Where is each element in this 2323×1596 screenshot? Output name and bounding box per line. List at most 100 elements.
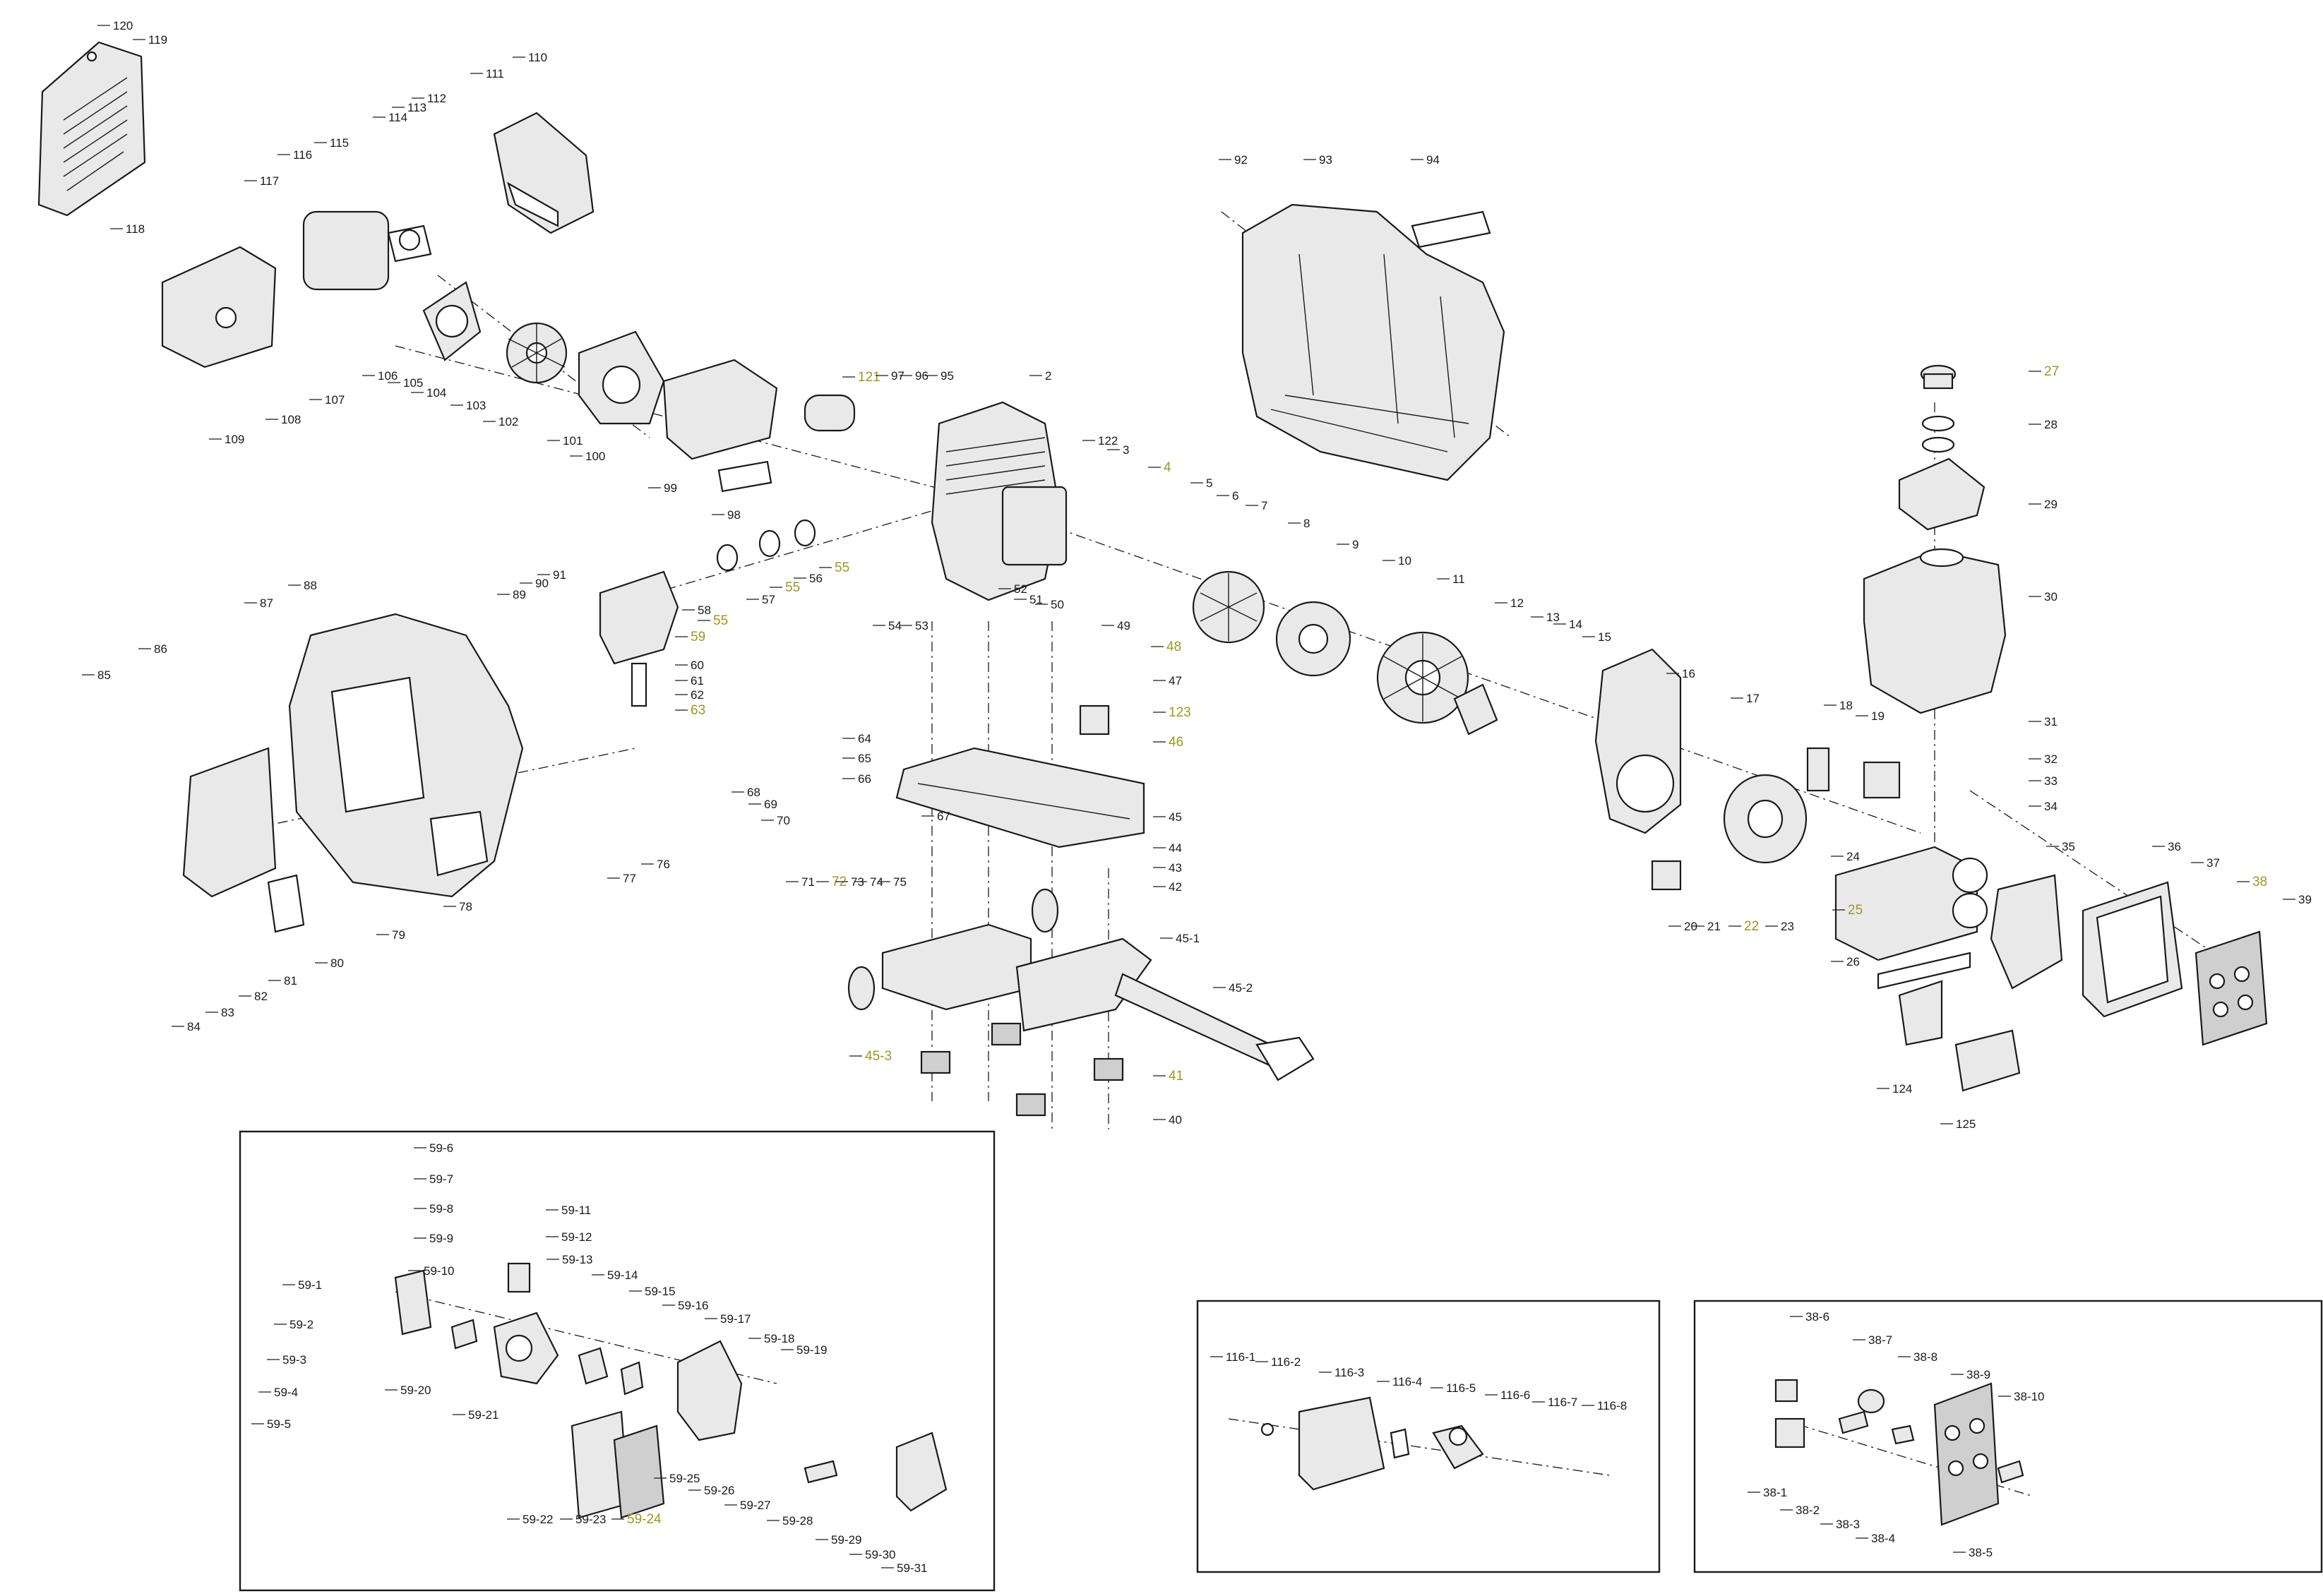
part-label-38: 38 [2252, 875, 2267, 889]
part-label-41: 41 [1169, 1069, 1183, 1084]
part-label-90: 90 [535, 577, 549, 590]
panel-part-label-38-1: 38-1 [1763, 1486, 1787, 1499]
carb-part-label-59-30: 59-30 [865, 1548, 895, 1561]
panel-part-label-38-5: 38-5 [1969, 1546, 1993, 1559]
part-label-43: 43 [1169, 861, 1182, 875]
part-label-99: 99 [664, 481, 677, 495]
part-label-104: 104 [426, 386, 446, 400]
part-label-110: 110 [528, 51, 547, 64]
part-label-60: 60 [691, 659, 704, 672]
part-label-62: 62 [691, 688, 704, 702]
part-label-19: 19 [1871, 709, 1885, 723]
part-label-80: 80 [330, 956, 344, 970]
carb-part-label-59-1: 59-1 [298, 1278, 322, 1292]
part-label-39: 39 [2298, 893, 2312, 906]
part-label-48: 48 [1166, 640, 1181, 654]
part-label-65: 65 [858, 752, 871, 765]
carb-part-label-59-31: 59-31 [897, 1561, 927, 1575]
muffler-detail-parts [1228, 1396, 1611, 1491]
part-label-70: 70 [777, 814, 790, 827]
part-label-83: 83 [221, 1006, 234, 1019]
carb-part-label-59-28: 59-28 [782, 1514, 813, 1528]
part-label-27: 27 [2044, 364, 2059, 379]
carb-part-label-59-5: 59-5 [267, 1417, 291, 1431]
part-label-89: 89 [513, 588, 526, 601]
carb-part-label-59-8: 59-8 [429, 1202, 453, 1216]
part-label-11: 11 [1452, 572, 1465, 586]
panel-part-label-38-6: 38-6 [1805, 1310, 1829, 1324]
carb-part-label-59-19: 59-19 [796, 1343, 827, 1357]
part-label-69: 69 [764, 798, 777, 811]
part-label-84: 84 [187, 1020, 201, 1033]
part-label-113: 113 [407, 101, 426, 114]
part-label-87: 87 [260, 596, 273, 610]
carb-part-label-59-27: 59-27 [740, 1499, 770, 1512]
part-label-17: 17 [1746, 692, 1760, 705]
part-label-82: 82 [254, 990, 268, 1003]
part-label-6: 6 [1232, 489, 1238, 503]
carb-part-label-59-22: 59-22 [522, 1513, 553, 1526]
part-label-45: 45 [1169, 810, 1182, 824]
handle-part-45-2 [1114, 973, 1315, 1081]
part-label-34: 34 [2044, 800, 2058, 813]
part-label-97: 97 [891, 369, 904, 383]
muffler-part-label-116-4: 116-4 [1392, 1375, 1422, 1388]
part-label-117: 117 [260, 174, 279, 188]
carb-part-label-59-3: 59-3 [282, 1353, 306, 1367]
part-label-24: 24 [1846, 850, 1860, 863]
part-label-9: 9 [1352, 538, 1358, 551]
panel-frame-part-36 [2082, 881, 2183, 1018]
control-panel-detail-frame [1693, 1300, 2323, 1573]
part-label-102: 102 [498, 415, 518, 428]
panel-part-label-38-9: 38-9 [1966, 1368, 1990, 1381]
part-label-30: 30 [2044, 590, 2058, 604]
carb-part-label-59-20: 59-20 [400, 1384, 431, 1397]
part-label-114: 114 [388, 111, 407, 124]
part-label-79: 79 [392, 928, 405, 942]
part-label-63: 63 [691, 703, 705, 718]
part-label-46: 46 [1169, 735, 1183, 750]
wheel-kit-part-45-1 [847, 888, 1152, 1032]
part-label-37: 37 [2206, 856, 2220, 870]
part-label-14: 14 [1569, 618, 1582, 631]
part-label-42: 42 [1169, 880, 1182, 894]
part-label-93: 93 [1319, 153, 1332, 167]
front-cover-part-88 [182, 613, 524, 933]
part-label-21: 21 [1707, 920, 1721, 933]
part-label-61: 61 [691, 674, 704, 688]
fan-part-102 [506, 322, 568, 384]
part-label-75: 75 [893, 875, 907, 889]
carb-part-label-59-13: 59-13 [562, 1253, 592, 1266]
part-label-67: 67 [937, 810, 950, 823]
muffler-detail-frame [1196, 1300, 1661, 1573]
part-label-123: 123 [1169, 705, 1191, 720]
battery-part-125 [1898, 980, 2021, 1092]
part-label-28: 28 [2044, 418, 2058, 431]
part-label-5: 5 [1206, 476, 1212, 490]
part-label-31: 31 [2044, 715, 2058, 728]
recoil-starter-part-22 [1651, 774, 1808, 891]
part-label-55: 55 [835, 560, 849, 575]
cup-part-12 [1453, 683, 1498, 736]
part-label-18: 18 [1839, 699, 1853, 712]
part-label-22: 22 [1744, 919, 1759, 934]
part-label-101: 101 [563, 434, 583, 448]
part-label-10: 10 [1398, 554, 1411, 568]
part-label-107: 107 [325, 393, 345, 407]
carb-part-label-59-17: 59-17 [720, 1312, 751, 1326]
carb-detail-parts [394, 1262, 948, 1519]
carb-part-label-59-4: 59-4 [274, 1386, 298, 1399]
part-label-92: 92 [1234, 153, 1248, 167]
part-label-68: 68 [747, 786, 760, 799]
stator-part-9 [1275, 601, 1351, 677]
muffler-part-label-116-7: 116-7 [1548, 1396, 1577, 1409]
part-label-85: 85 [97, 668, 111, 682]
muffler-part-label-116-8: 116-8 [1597, 1399, 1627, 1412]
carb-part-label-59-21: 59-21 [468, 1408, 498, 1422]
part-label-76: 76 [657, 858, 670, 871]
carb-part-label-59-14: 59-14 [607, 1268, 638, 1282]
starter-relay-part-123 [1079, 704, 1110, 736]
part-label-78: 78 [459, 900, 472, 913]
